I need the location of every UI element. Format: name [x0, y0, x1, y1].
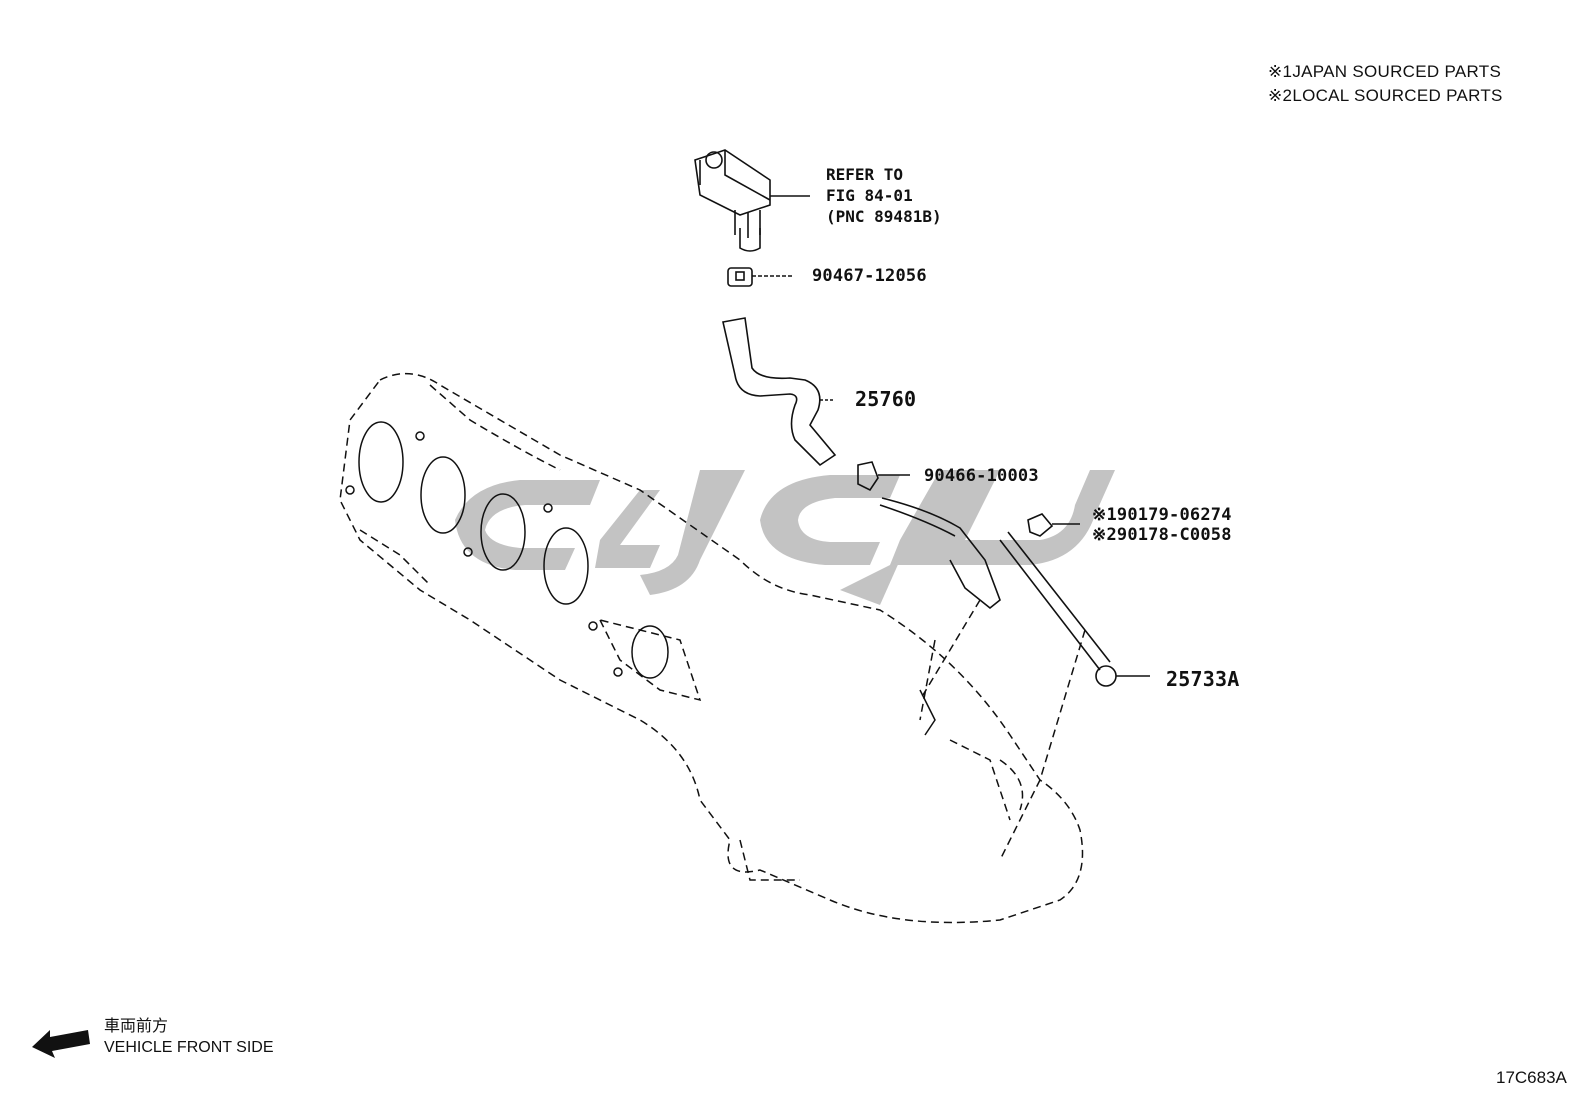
vehicle-front-note: 車両前方 VEHICLE FRONT SIDE — [104, 1016, 274, 1058]
manifold-ports — [345, 421, 936, 736]
legend-japan-text: JAPAN SOURCED PARTS — [1292, 62, 1502, 81]
part-label-clamp-lower[interactable]: 90466-10003 — [924, 466, 1039, 486]
legend-local: ※2LOCAL SOURCED PARTS — [1268, 86, 1503, 106]
drawing-code: 17C683A — [1496, 1068, 1567, 1087]
refer-line-1: REFER TO — [826, 165, 904, 184]
legend-local-text: LOCAL SOURCED PARTS — [1292, 86, 1503, 105]
part-label-pipe[interactable]: 25733A — [1166, 667, 1240, 691]
vehicle-front-en: VEHICLE FRONT SIDE — [104, 1039, 274, 1056]
refer-line-2: FIG 84-01 — [826, 186, 913, 205]
legend-japan: ※1JAPAN SOURCED PARTS — [1268, 62, 1501, 82]
refer-line-3: (PNC 89481B) — [826, 207, 942, 226]
front-arrow-icon — [32, 1030, 90, 1058]
exhaust-manifold-drawing — [339, 372, 1086, 924]
clamp-lower-drawing — [857, 461, 910, 492]
watermark-logo — [455, 470, 1115, 605]
sensor-drawing — [694, 149, 810, 252]
hose-drawing — [722, 317, 837, 467]
pipe-drawing — [879, 497, 1150, 687]
nut-drawing — [1027, 513, 1080, 537]
refer-note: REFER TO FIG 84-01 (PNC 89481B) — [826, 164, 942, 227]
part-label-clamp-upper[interactable]: 90467-12056 — [812, 266, 927, 286]
clamp-upper-drawing — [727, 267, 794, 287]
part-label-nut-japan[interactable]: ※190179-06274 — [1092, 505, 1232, 525]
part-label-hose[interactable]: 25760 — [855, 387, 917, 411]
vehicle-front-jp: 車両前方 — [104, 1018, 169, 1035]
part-label-nut-local[interactable]: ※290178-C0058 — [1092, 525, 1232, 545]
legend-japan-mark: ※1 — [1268, 62, 1293, 81]
legend-local-mark: ※2 — [1268, 86, 1293, 105]
